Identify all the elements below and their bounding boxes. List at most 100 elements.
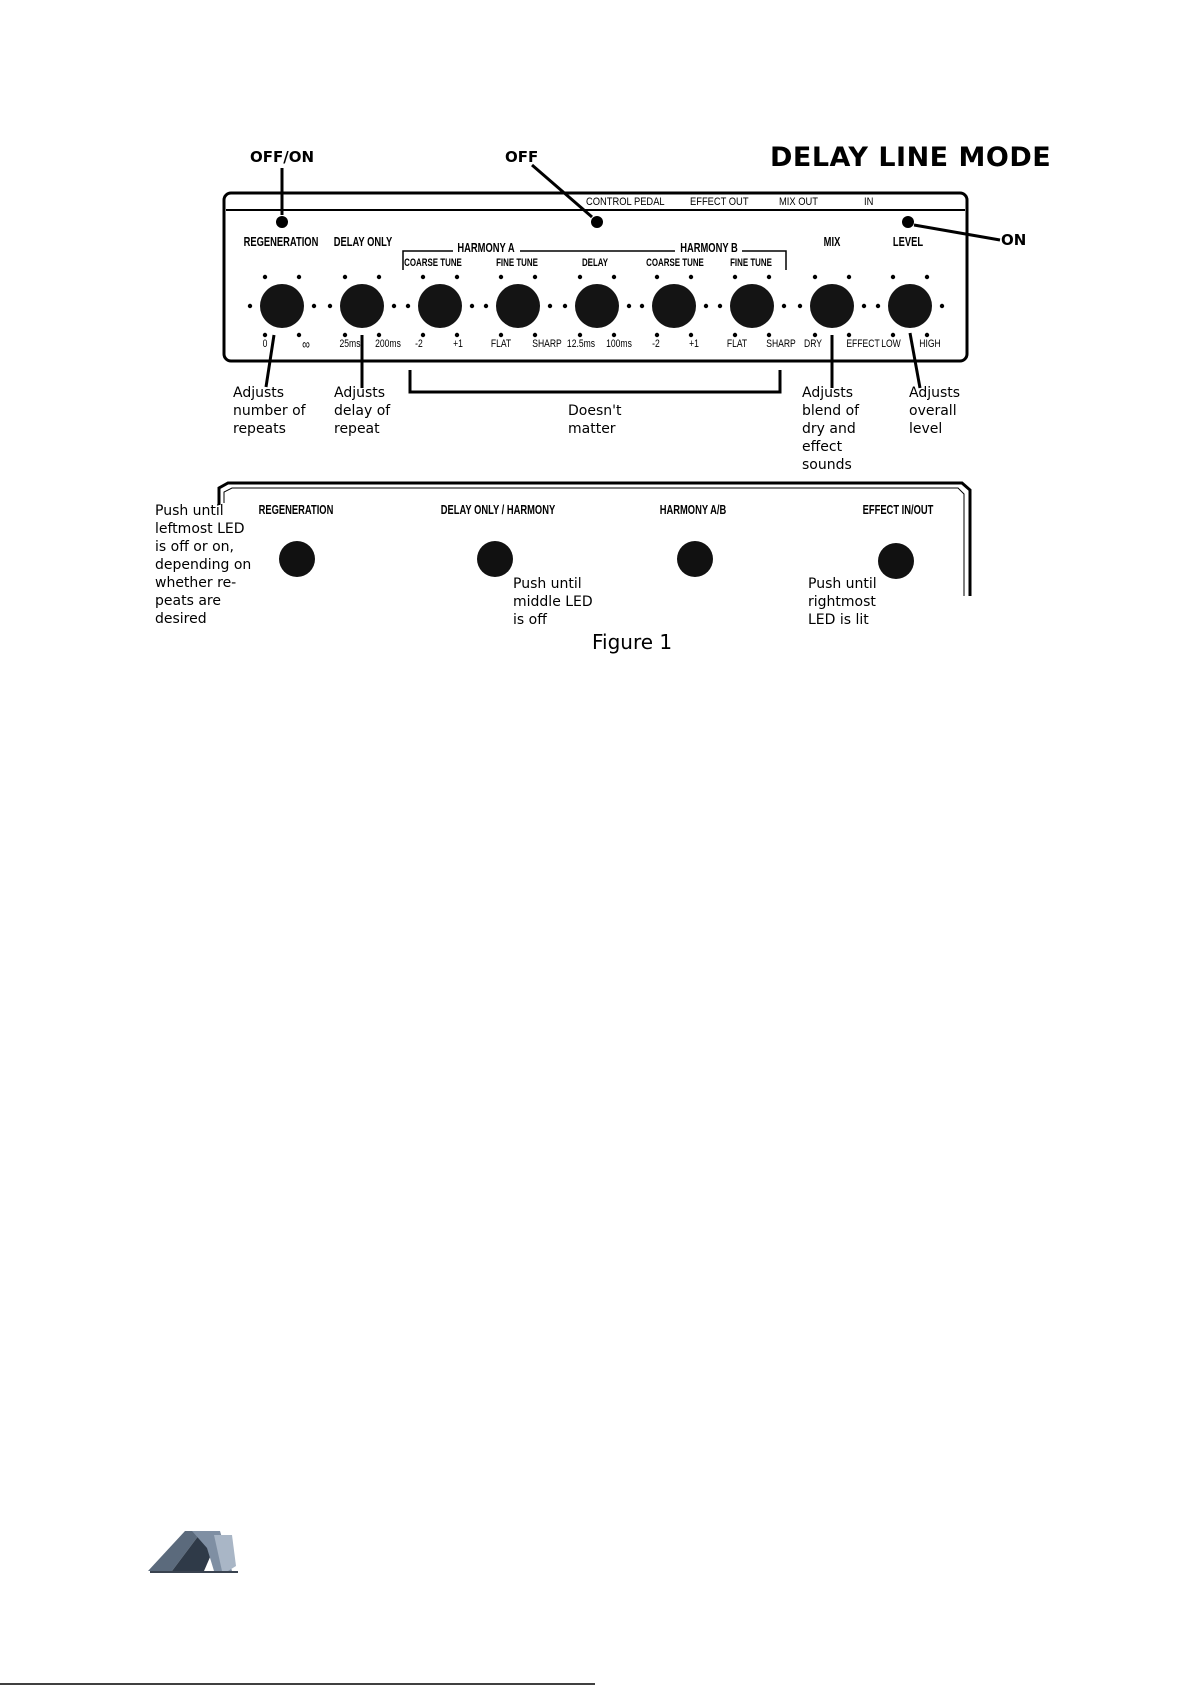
footswitch-panel-inner: [223, 487, 965, 596]
knob-dot: [547, 303, 553, 309]
knob-dot: [532, 332, 538, 338]
knob-a-coarse-tune[interactable]: [418, 284, 462, 328]
footswitch-harmony-ab[interactable]: [677, 541, 713, 577]
knob-a-fine-tune[interactable]: [496, 284, 540, 328]
ada-logo: [146, 1526, 242, 1576]
jack-in: IN: [864, 196, 874, 208]
knob-min-regeneration: 0: [262, 338, 268, 350]
harmony-b-bracket: [742, 250, 787, 270]
knob-delay-only[interactable]: [340, 284, 384, 328]
regeneration-note-leader: [264, 334, 276, 388]
knob-dot: [376, 274, 382, 280]
note-harmony: Doesn't matter: [568, 403, 622, 437]
knob-dot: [797, 303, 803, 309]
note-switch-middle: Push until middle LED is off: [513, 576, 593, 628]
on-callout: ON: [1001, 231, 1027, 249]
note-delay: Adjusts delay of repeat: [334, 385, 391, 437]
knob-b-fine-tune[interactable]: [730, 284, 774, 328]
harmony-a-bracket: [402, 250, 453, 270]
offon-callout: OFF/ON: [250, 148, 315, 166]
footswitch-effect[interactable]: [878, 543, 914, 579]
knob-dot: [611, 332, 617, 338]
knob-label-a-fine-tune: FINE TUNE: [496, 257, 538, 269]
knob-dot: [611, 274, 617, 280]
knob-dot: [654, 332, 660, 338]
knob-dot: [342, 332, 348, 338]
knob-dot: [342, 274, 348, 280]
knob-dot: [861, 303, 867, 309]
knob-dot: [781, 303, 787, 309]
knob-max-delay-only: 200ms: [375, 338, 401, 350]
knob-min-delay-only: 25ms: [339, 338, 361, 350]
knob-dot: [703, 303, 709, 309]
led-regeneration: [276, 216, 288, 228]
knob-dot: [626, 303, 632, 309]
knob-dot: [846, 274, 852, 280]
knob-dot: [405, 303, 411, 309]
knob-dot: [732, 274, 738, 280]
switch-label-delay-harmony: DELAY ONLY / HARMONY: [440, 502, 556, 517]
knob-max-level: HIGH: [919, 338, 941, 350]
knob-label-b-coarse-tune: COARSE TUNE: [646, 257, 704, 269]
switch-label-harmony-ab: HARMONY A/B: [659, 502, 727, 517]
knob-min-a-fine: FLAT: [490, 338, 512, 350]
ada-logo-graphic: [148, 1531, 238, 1573]
footswitch-delay-harmony[interactable]: [477, 541, 513, 577]
knob-min-a-coarse: -2: [415, 338, 423, 350]
doesnt-matter-bracket: [408, 370, 782, 394]
footswitch-regeneration[interactable]: [279, 541, 315, 577]
knob-delay[interactable]: [575, 284, 619, 328]
knob-dot: [454, 274, 460, 280]
knob-label-regeneration: REGENERATION: [243, 234, 319, 249]
knob-dot: [498, 332, 504, 338]
knob-label-level: LEVEL: [892, 234, 924, 249]
jack-control-pedal: CONTROL PEDAL: [586, 196, 665, 208]
knob-dot: [924, 274, 930, 280]
knob-dot: [939, 303, 945, 309]
knob-max-a-coarse: +1: [453, 338, 463, 350]
knob-label-a-coarse-tune: COARSE TUNE: [404, 257, 462, 269]
note-mix: Adjusts blend of dry and effect sounds: [802, 385, 860, 473]
knob-dot: [717, 303, 723, 309]
knob-dot: [766, 332, 772, 338]
knob-dot: [732, 332, 738, 338]
knob-dot: [688, 274, 694, 280]
knob-max-a-fine: SHARP: [532, 338, 562, 350]
knob-dot: [812, 332, 818, 338]
level-note-leader: [908, 332, 922, 389]
knob-dot: [639, 303, 645, 309]
knob-dot: [420, 274, 426, 280]
knob-max-mix: EFFECT: [846, 338, 880, 350]
knob-min-level: LOW: [881, 338, 901, 350]
knob-dot: [420, 332, 426, 338]
knob-dot: [296, 274, 302, 280]
knob-dot: [247, 303, 253, 309]
knob-dot: [262, 332, 268, 338]
knob-mix[interactable]: [810, 284, 854, 328]
knob-dot: [577, 332, 583, 338]
knob-dot: [812, 274, 818, 280]
switch-label-effect: EFFECT IN/OUT: [862, 502, 934, 517]
knob-dot: [327, 303, 333, 309]
knob-regeneration[interactable]: [260, 284, 304, 328]
on-leader: [913, 223, 1001, 242]
knob-dot: [296, 332, 302, 338]
knob-dot: [469, 303, 475, 309]
knob-level[interactable]: [888, 284, 932, 328]
note-switch-right: Push until rightmost LED is lit: [808, 576, 877, 628]
note-regeneration: Adjusts number of repeats: [233, 385, 306, 437]
harmony-b-label: HARMONY B: [680, 240, 738, 255]
knob-b-coarse-tune[interactable]: [652, 284, 696, 328]
harmony-a-label: HARMONY A: [457, 240, 515, 255]
knob-dot: [688, 332, 694, 338]
knob-dot: [846, 332, 852, 338]
knob-label-mix: MIX: [823, 234, 841, 249]
knob-dot: [562, 303, 568, 309]
knob-dot: [577, 274, 583, 280]
knob-dot: [454, 332, 460, 338]
knob-dot: [532, 274, 538, 280]
knob-dot: [890, 274, 896, 280]
knob-max-delay: 100ms: [606, 338, 632, 350]
